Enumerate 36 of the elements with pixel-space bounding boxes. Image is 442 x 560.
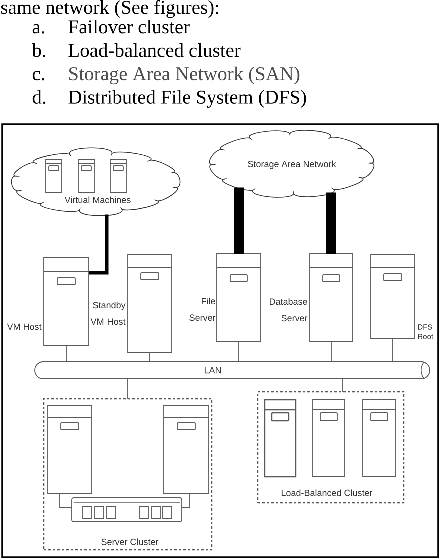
server-tower — [312, 400, 346, 478]
server-label: Database Server — [270, 298, 308, 322]
server-label: VM Host — [7, 324, 42, 330]
connector-line — [342, 378, 344, 392]
server-label: Standby VM Host — [90, 302, 126, 326]
connector-line — [331, 342, 332, 362]
server-tower — [78, 160, 95, 194]
connector-line — [234, 188, 244, 254]
list-marker: b. — [32, 44, 46, 58]
cluster-boundary: Server Cluster — [43, 398, 213, 551]
network-bus: LAN — [34, 362, 430, 380]
connector-line — [60, 494, 72, 508]
list-item: Load-balanced cluster — [68, 44, 241, 58]
server-tower — [164, 406, 210, 494]
list-marker: a. — [32, 24, 44, 34]
connector-line — [89, 214, 109, 275]
connector-line — [238, 342, 240, 362]
connector-line — [182, 494, 190, 508]
disk-array — [72, 498, 182, 522]
list-item: Distributed File System (DFS) — [68, 90, 306, 108]
list-item: Failover cluster — [68, 20, 190, 34]
server-label: File Server — [190, 298, 216, 322]
server-tower — [110, 160, 127, 194]
cluster-boundary: Load-Balanced Cluster — [257, 391, 405, 504]
list-marker: c. — [32, 71, 44, 81]
connector-line — [326, 192, 336, 254]
intro-text: same network (See figures): — [2, 0, 218, 18]
server-tower — [46, 160, 62, 194]
server-tower — [362, 400, 396, 478]
list-marker: d. — [32, 90, 46, 104]
connector-line — [66, 346, 67, 362]
connector-line — [392, 338, 394, 362]
server-tower — [48, 406, 92, 494]
list-item: Storage Area Network (SAN) — [70, 66, 300, 85]
cloud: Storage Area Network — [209, 130, 375, 198]
server-tower — [264, 399, 297, 478]
